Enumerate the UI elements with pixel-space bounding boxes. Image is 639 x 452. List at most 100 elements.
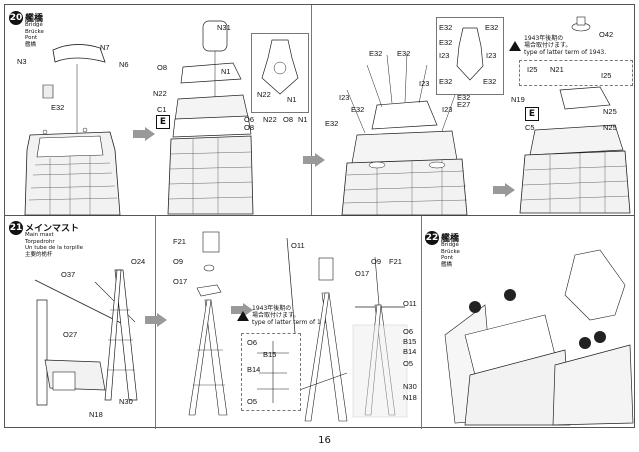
- part-label: N1: [221, 67, 231, 76]
- o42-part-drawing: [571, 16, 591, 32]
- part-label: O8: [283, 115, 294, 124]
- mast-top-drawing: [188, 231, 228, 416]
- step-title: 艦橋: [441, 234, 460, 244]
- part-label: O11: [403, 299, 417, 308]
- part-label: O11: [291, 241, 305, 250]
- part-label: E32: [397, 49, 411, 58]
- part-label: O9: [173, 257, 184, 266]
- step-title: 艦橋: [25, 14, 44, 24]
- panel-divider: [421, 215, 422, 429]
- step-subtitle: Bridge Brücke Pont 艦橋: [441, 242, 460, 268]
- next-arrow-icon: [133, 127, 155, 141]
- part-label: E32: [369, 49, 383, 58]
- part-label: B14: [403, 347, 417, 356]
- part-label: N22: [263, 115, 277, 124]
- part-label: N19: [511, 95, 525, 104]
- bridge-middle-drawing: [167, 20, 254, 215]
- step-number: 22: [425, 231, 439, 245]
- part-label: N22: [153, 89, 167, 98]
- part-label: I23: [419, 79, 430, 88]
- detail-inset: [436, 17, 504, 95]
- part-label: N3: [17, 57, 27, 66]
- yard-detail-inset: [241, 333, 301, 411]
- part-label: I23: [442, 105, 453, 114]
- step-subtitle: Main mast Torpedrohr Un tube de la torpi…: [25, 232, 84, 258]
- step-subtitle: Bridge Brücke Pont 艦橋: [25, 22, 44, 48]
- part-label: I23: [439, 51, 450, 60]
- part-label: O5: [403, 359, 414, 368]
- next-arrow-icon: [303, 153, 325, 167]
- instruction-sheet: 20 艦橋 Bridge Brücke Pont 艦橋 N7 N3 N6 E32: [4, 4, 635, 446]
- part-label: E32: [439, 38, 453, 47]
- bridge-assembly-drawing: [444, 249, 634, 426]
- bridge-upper-drawing: [341, 52, 468, 216]
- part-label: N31: [217, 23, 231, 32]
- part-label: N21: [550, 65, 564, 74]
- part-label: E32: [325, 119, 339, 128]
- bridge-base-drawing: [24, 44, 121, 216]
- part-label: O6: [244, 115, 255, 124]
- part-label: N1: [298, 115, 308, 124]
- part-label: B15: [263, 350, 277, 359]
- part-label: N22: [257, 90, 271, 99]
- part-label: N25: [603, 107, 617, 116]
- part-label: F21: [389, 257, 402, 266]
- warning-icon: [237, 310, 249, 321]
- note-text: 1943年後期の 場合取付けます。 type of latter term of…: [524, 35, 607, 56]
- part-label: N18: [89, 410, 103, 419]
- page-number: 16: [318, 435, 331, 446]
- part-label: N30: [119, 397, 133, 406]
- part-label: N30: [403, 382, 417, 391]
- part-label: E27: [457, 100, 471, 109]
- note-text: 1943年後期の 場合取付けます。 type of latter term of…: [252, 305, 335, 326]
- part-label: O8: [157, 63, 168, 72]
- part-label: O27: [63, 330, 78, 339]
- part-label: O6: [403, 327, 414, 336]
- step-number: 20: [9, 11, 23, 25]
- part-label: O8: [244, 123, 255, 132]
- step-number: 21: [9, 221, 23, 235]
- part-label: O42: [599, 30, 614, 39]
- main-mast-exploded-drawing: [34, 269, 138, 406]
- part-label: O37: [61, 270, 76, 279]
- mast-with-yards-drawing: [276, 237, 348, 422]
- step-title: メインマスト: [25, 224, 80, 234]
- bridge-detail-drawing: [261, 39, 299, 95]
- part-label: O9: [371, 257, 382, 266]
- part-label: E32: [483, 77, 497, 86]
- section-divider: [5, 215, 634, 216]
- next-arrow-icon: [145, 313, 167, 327]
- warning-icon: [509, 40, 521, 51]
- sprue-e-box: E: [156, 115, 170, 129]
- part-label: N6: [119, 60, 129, 69]
- next-arrow-icon: [493, 183, 515, 197]
- variant-note: 1943年後期の 場合取付けます。 type of latter term of…: [237, 305, 334, 326]
- part-label: F21: [173, 237, 186, 246]
- part-label: C5: [525, 123, 535, 132]
- part-label: I23: [486, 51, 497, 60]
- part-label: O6: [247, 338, 258, 347]
- part-label: E32: [439, 23, 453, 32]
- bridge-final-drawing: [519, 86, 631, 214]
- part-label: N18: [403, 393, 417, 402]
- part-label: I25: [601, 71, 612, 80]
- part-label: C1: [157, 105, 167, 114]
- part-label: O17: [355, 269, 370, 278]
- part-label: E32: [457, 93, 471, 102]
- panel-divider: [311, 5, 312, 215]
- variant-inset: [519, 60, 633, 86]
- part-label: B15: [403, 337, 417, 346]
- part-label: E32: [351, 105, 365, 114]
- part-label: O17: [173, 277, 188, 286]
- part-label: N7: [100, 43, 110, 52]
- sprue-e-box: E: [525, 107, 539, 121]
- variant-note: 1943年後期の 場合取付けます。 type of latter term of…: [509, 35, 606, 56]
- part-label: E32: [439, 77, 453, 86]
- part-label: O24: [131, 257, 146, 266]
- part-label: I23: [339, 93, 350, 102]
- part-label: E32: [485, 23, 499, 32]
- part-label: N1: [287, 95, 297, 104]
- part-label: E32: [51, 103, 65, 112]
- yard-detail-drawing: [257, 341, 289, 403]
- bridge-top-detail-drawing: [456, 27, 484, 81]
